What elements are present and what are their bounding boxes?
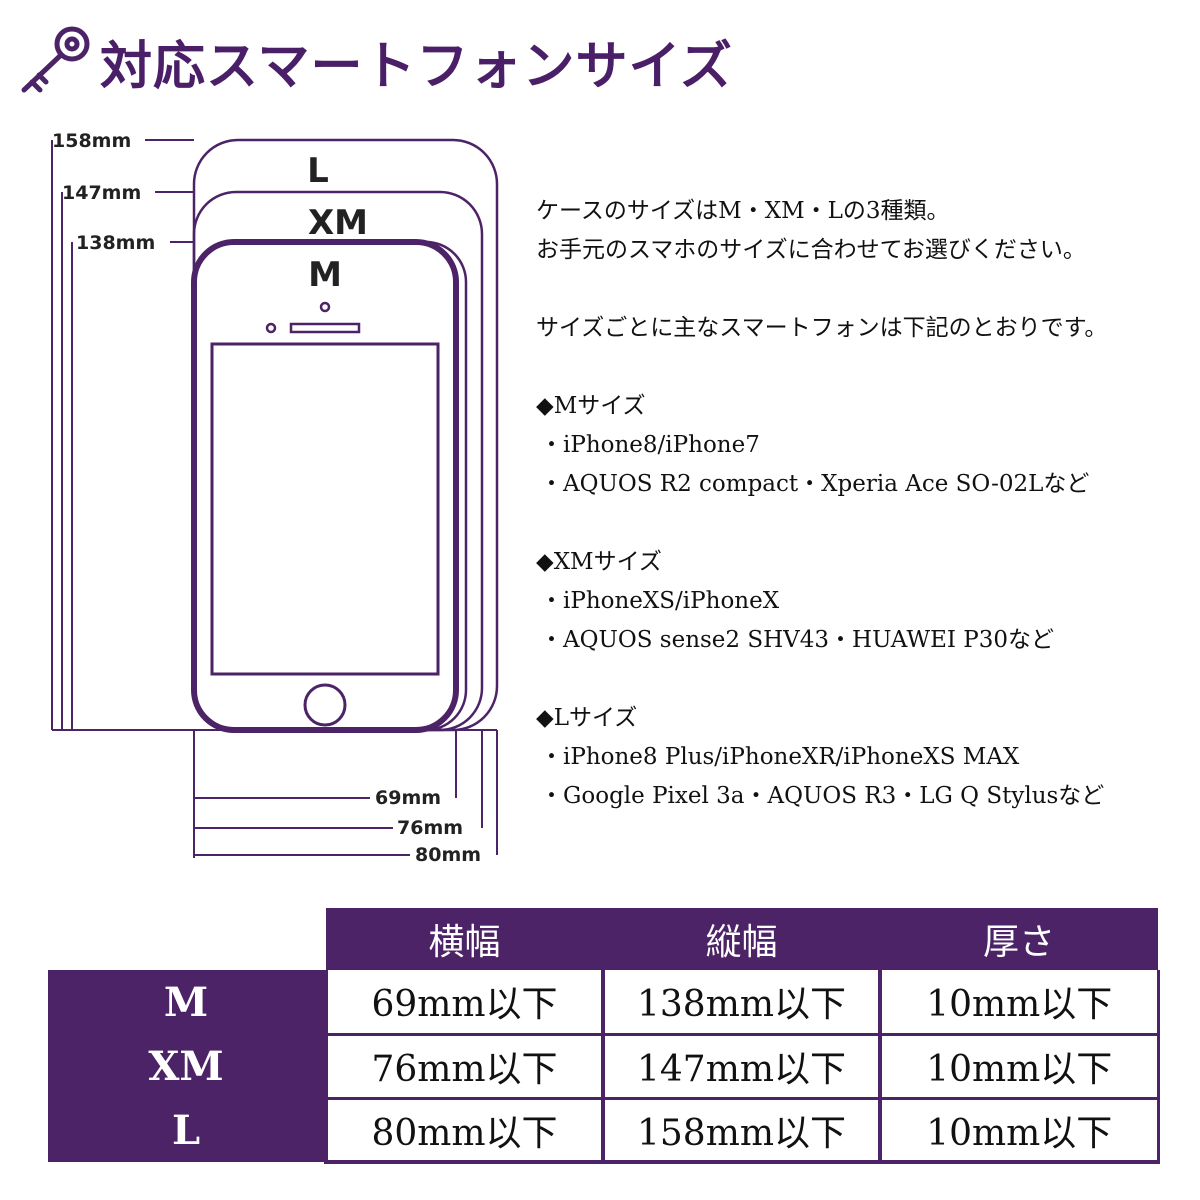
case-outline-m bbox=[192, 240, 468, 732]
table-corner bbox=[48, 908, 326, 970]
speaker-icon bbox=[289, 322, 361, 334]
group-heading-xm: ◆XMサイズ bbox=[536, 549, 662, 575]
phone-body bbox=[191, 239, 459, 733]
intro-line: ケースのサイズはM・XM・Lの3種類。 bbox=[536, 198, 950, 224]
model-line: ・iPhone8/iPhone7 bbox=[540, 432, 760, 458]
size-label-xm: XM bbox=[308, 203, 368, 243]
model-line: ・AQUOS sense2 SHV43・HUAWEI P30など bbox=[540, 627, 1055, 653]
height-label-xm: 147mm bbox=[62, 182, 141, 204]
cell-width: 69mm以下 bbox=[324, 970, 605, 1036]
page-title: 対応スマートフォンサイズ bbox=[100, 36, 733, 97]
row-header-size: L bbox=[48, 1098, 326, 1162]
size-label-l: L bbox=[307, 151, 329, 191]
column-header-width: 横幅 bbox=[326, 908, 603, 970]
front-camera-icon bbox=[319, 301, 331, 313]
row-header-size: XM bbox=[48, 1034, 326, 1098]
table-row: XM 76mm以下 147mm以下 10mm以下 bbox=[48, 1032, 1160, 1100]
cell-height: 158mm以下 bbox=[601, 1096, 882, 1164]
table-row: M 69mm以下 138mm以下 10mm以下 bbox=[48, 970, 1160, 1036]
phone-screen bbox=[210, 342, 440, 676]
intro-line: お手元のスマホのサイズに合わせてお選びください。 bbox=[536, 237, 1086, 263]
width-label-l: 80mm bbox=[415, 844, 481, 866]
model-line: ・iPhone8 Plus/iPhoneXR/iPhoneXS MAX bbox=[540, 744, 1020, 770]
model-line: ・iPhoneXS/iPhoneX bbox=[540, 588, 780, 614]
cell-thickness: 10mm以下 bbox=[878, 1096, 1160, 1164]
row-header-size: M bbox=[48, 970, 326, 1034]
height-label-l: 158mm bbox=[52, 130, 131, 152]
group-heading-l: ◆Lサイズ bbox=[536, 705, 638, 731]
column-header-thickness: 厚さ bbox=[880, 908, 1158, 970]
model-line: ・AQUOS R2 compact・Xperia Ace SO-02Lなど bbox=[540, 471, 1090, 497]
size-spec-table: 横幅 縦幅 厚さ M 69mm以下 138mm以下 10mm以下 XM 76mm… bbox=[48, 908, 1160, 1164]
page-header: 対応スマートフォンサイズ bbox=[8, 14, 788, 114]
column-header-height: 縦幅 bbox=[603, 908, 880, 970]
table-header-row: 横幅 縦幅 厚さ bbox=[48, 908, 1158, 970]
circle-home-button-icon bbox=[303, 683, 347, 727]
cell-width: 76mm以下 bbox=[324, 1032, 605, 1100]
key-icon bbox=[21, 26, 90, 93]
width-label-m: 69mm bbox=[375, 787, 441, 809]
size-diagram: L XM M 158mm 147mm 138mm 69mm 76mm 80mm bbox=[51, 130, 499, 866]
cell-width: 80mm以下 bbox=[324, 1096, 605, 1164]
size-description: ケースのサイズはM・XM・Lの3種類。 お手元のスマホのサイズに合わせてお選びく… bbox=[536, 192, 1186, 816]
size-label-m: M bbox=[308, 255, 342, 295]
table-row: L 80mm以下 158mm以下 10mm以下 bbox=[48, 1096, 1160, 1164]
model-line: ・Google Pixel 3a・AQUOS R3・LG Q Stylusなど bbox=[540, 783, 1105, 809]
group-heading-m: ◆Mサイズ bbox=[536, 393, 646, 419]
cell-height: 138mm以下 bbox=[601, 970, 882, 1036]
cell-thickness: 10mm以下 bbox=[878, 1032, 1160, 1100]
cell-height: 147mm以下 bbox=[601, 1032, 882, 1100]
sensor-icon bbox=[265, 322, 277, 334]
intro-line: サイズごとに主なスマートフォンは下記のとおりです。 bbox=[536, 315, 1108, 341]
cell-thickness: 10mm以下 bbox=[878, 970, 1160, 1036]
height-label-m: 138mm bbox=[76, 232, 155, 254]
width-label-xm: 76mm bbox=[397, 817, 463, 839]
